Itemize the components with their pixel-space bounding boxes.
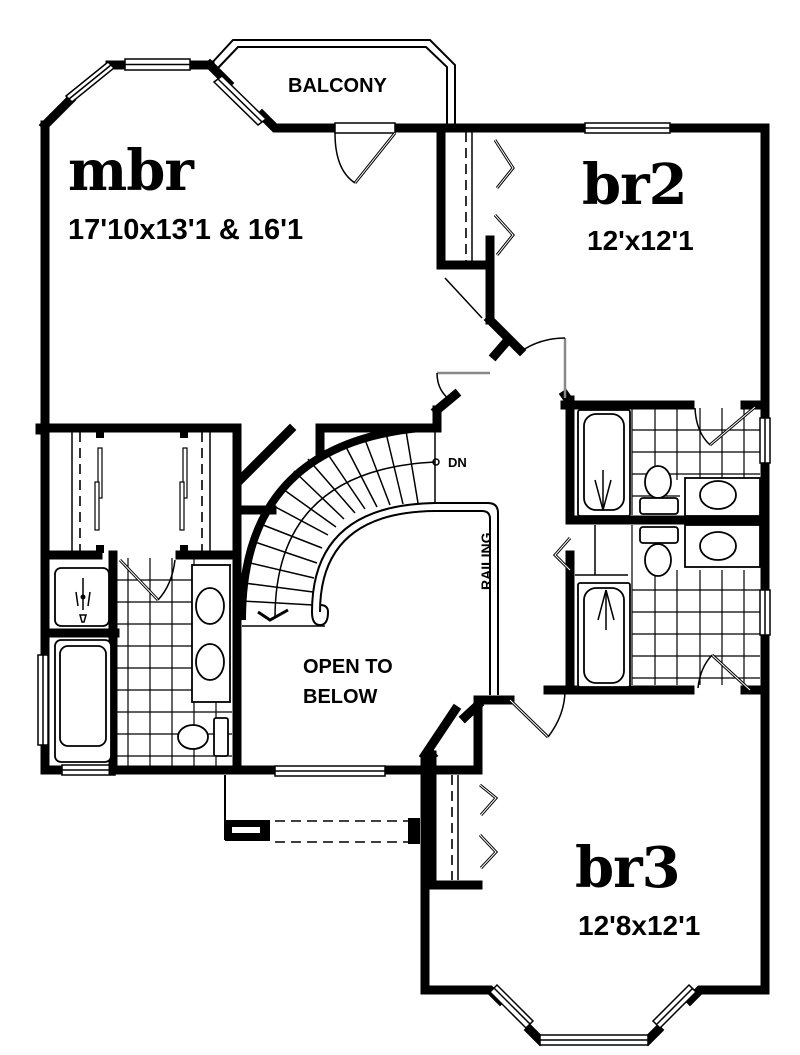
interior-walls [35, 123, 770, 890]
br3-closet [451, 775, 499, 880]
railing-label: RAILING [478, 532, 494, 590]
mbr-closets [71, 430, 211, 553]
windows [37, 58, 771, 1046]
hall-doors [436, 337, 572, 739]
balcony-outline [209, 39, 456, 127]
shared-bath [575, 405, 761, 692]
br3-room-dimensions: 12'8x12'1 [578, 910, 701, 941]
stairs-down-label: DN [448, 455, 467, 470]
staircase [238, 424, 499, 695]
balcony-label: BALCONY [288, 75, 387, 97]
mbr-bath [54, 558, 232, 766]
br3-room-name: br3 [575, 835, 681, 901]
br2-room-dimensions: 12'x12'1 [587, 225, 694, 256]
br2-room-name: br2 [582, 152, 688, 218]
porch-below [224, 775, 420, 844]
mbr-room-dimensions: 17'10x13'1 & 16'1 [68, 214, 304, 246]
mbr-room-name: mbr [68, 138, 194, 204]
open-to-below-label-line1: OPEN TO [303, 656, 393, 678]
balcony-door [334, 122, 397, 184]
exterior-walls [38, 58, 770, 1047]
open-to-below-label-line2: BELOW [303, 686, 378, 708]
br2-closet [444, 132, 515, 319]
